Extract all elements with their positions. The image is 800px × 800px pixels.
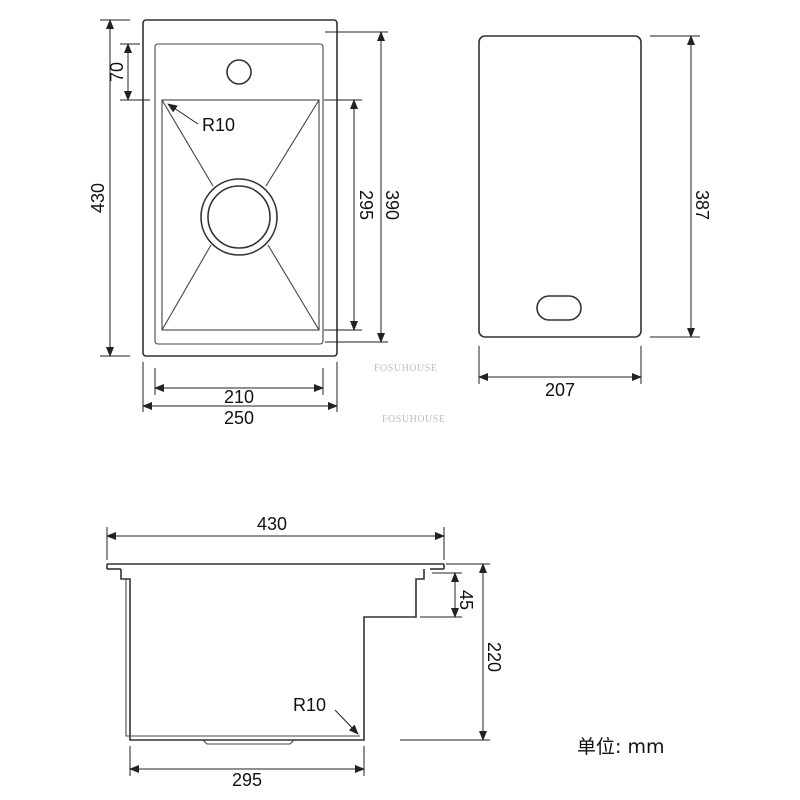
watermark-2: FOSUHOUSE — [382, 414, 445, 425]
dim-corner-radius-side: R10 — [293, 695, 359, 735]
dim-label-70: 70 — [107, 62, 127, 82]
dim-depth: 220 — [400, 563, 504, 741]
dim-label-45: 45 — [456, 590, 476, 610]
cover-outline — [478, 35, 642, 338]
dim-overall-width: 250 — [142, 362, 338, 428]
cover-handle-slot — [536, 295, 582, 321]
dim-side-overall-length: 430 — [106, 514, 445, 560]
dim-label-295-side: 295 — [232, 770, 262, 790]
dim-label-430: 430 — [88, 183, 108, 213]
dim-drain-offset: 70 — [107, 43, 150, 101]
sink-outline — [142, 19, 338, 357]
top-view: 430 70 295 390 210 — [88, 19, 402, 428]
dim-label-387: 387 — [692, 190, 712, 220]
dim-label-250: 250 — [224, 408, 254, 428]
dim-label-207: 207 — [545, 380, 575, 400]
dim-label-390: 390 — [382, 190, 402, 220]
dim-label-r10-top: R10 — [202, 115, 235, 135]
unit-label: 单位: mm — [577, 736, 664, 758]
dim-overall-height: 430 — [88, 19, 130, 357]
dim-inner-width: 210 — [154, 368, 324, 407]
dim-label-430-side: 430 — [257, 514, 287, 534]
dim-corner-radius-top: R10 — [167, 103, 235, 135]
dim-bowl-inner-height: 295 — [324, 99, 376, 331]
sink-body-inner-wall — [125, 579, 360, 737]
faucet-hole — [226, 59, 252, 85]
watermark-1: FOSUHOUSE — [374, 363, 437, 374]
side-view: 430 45 220 — [106, 514, 504, 790]
dim-step-height: 45 — [420, 572, 476, 618]
dim-bottom-length: 295 — [129, 746, 365, 790]
dim-label-220: 220 — [484, 642, 504, 672]
drain — [200, 178, 278, 256]
bowl-slope-lines — [161, 99, 320, 331]
dim-label-r10-side: R10 — [293, 695, 326, 715]
dim-label-295: 295 — [356, 190, 376, 220]
sink-flange — [154, 43, 324, 345]
sink-body-profile — [120, 569, 425, 741]
dim-cover-width: 207 — [478, 346, 642, 400]
sink-rim — [106, 563, 445, 570]
side-drain-outlet — [202, 739, 295, 745]
bowl-outline — [161, 99, 320, 331]
cover-view: 387 207 — [478, 35, 712, 400]
dim-bowl-height: 390 — [325, 31, 402, 343]
dim-label-210: 210 — [224, 387, 254, 407]
dim-cover-height: 387 — [650, 35, 712, 338]
